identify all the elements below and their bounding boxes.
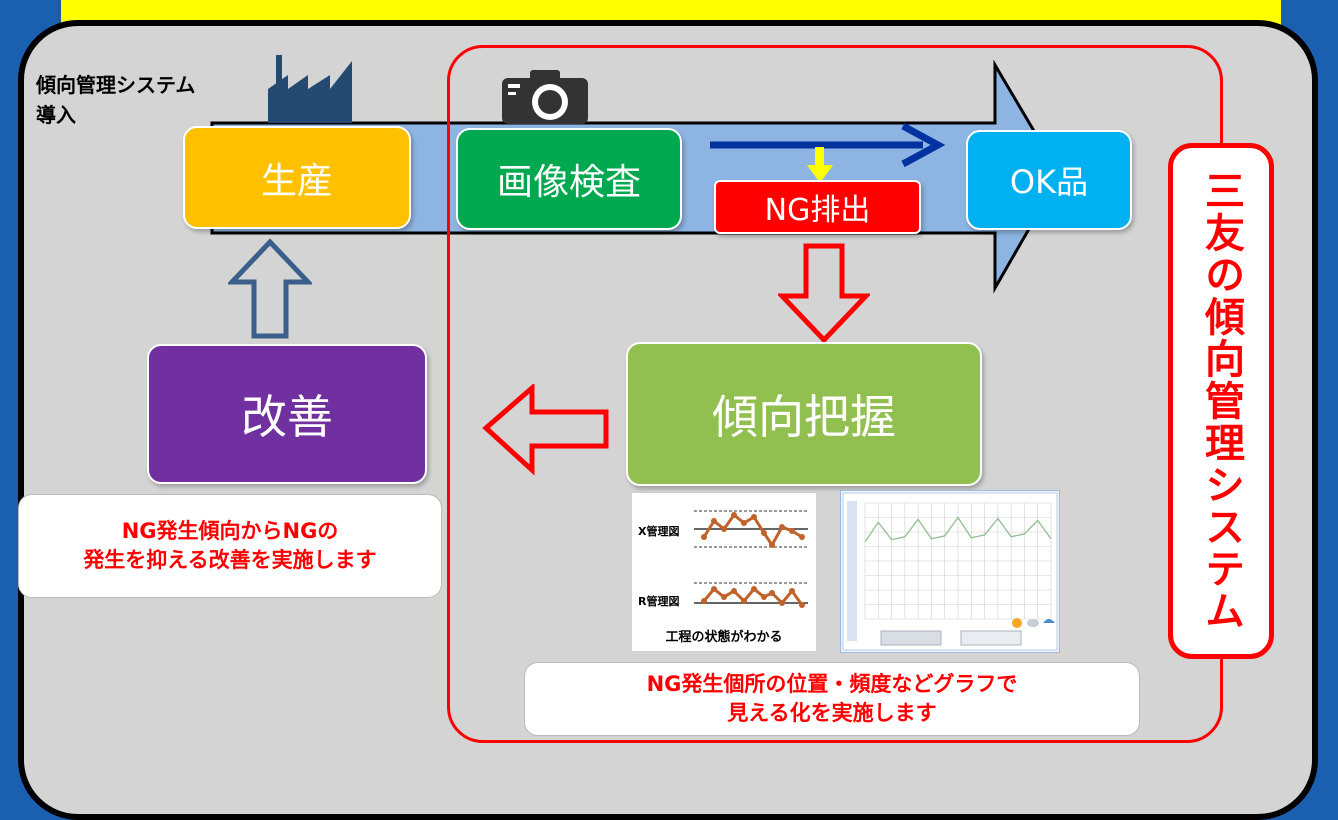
camera-icon — [502, 70, 588, 124]
improvement-box: 改善 — [147, 344, 427, 484]
up-feedback-arrow — [228, 238, 312, 339]
ok-product-label: OK品 — [1009, 163, 1089, 201]
system-name-box: 三友の傾向管理システム — [1168, 143, 1274, 659]
improvement-note-line2: 発生を抑える改善を実施します — [83, 548, 377, 572]
improvement-note-line1: NG発生傾向からNGの — [121, 518, 339, 543]
graph-note-line2: 見える化を実施します — [727, 701, 937, 725]
image-inspection-label: 画像検査 — [496, 162, 641, 203]
trend-line-chart-image — [840, 490, 1060, 653]
ng-ejection-label: NG排出 — [764, 193, 871, 228]
ng-ejection-box: NG排出 — [714, 180, 921, 234]
ok-flow-arrow — [710, 122, 946, 168]
system-intro-line1: 傾向管理システム — [36, 73, 196, 97]
r-chart-label: R管理図 — [638, 594, 679, 608]
ok-product-box: OK品 — [966, 130, 1132, 230]
system-intro-line2: 導入 — [36, 103, 76, 127]
system-intro-label: 傾向管理システム 導入 — [36, 70, 195, 130]
xbar-chart-label: X管理図 — [638, 524, 679, 538]
production-box: 生産 — [183, 126, 411, 229]
graph-note: NG発生個所の位置・頻度などグラフで 見える化を実施します — [524, 662, 1140, 736]
system-name-label: 三友の傾向管理システム — [1198, 170, 1244, 632]
improvement-label: 改善 — [241, 390, 333, 444]
graph-note-line1: NG発生個所の位置・頻度などグラフで — [646, 671, 1018, 696]
ng-down-arrow — [807, 147, 833, 183]
trend-line-series — [864, 516, 1052, 543]
left-improve-arrow — [482, 384, 609, 476]
trend-line-chart-svg — [842, 492, 1058, 651]
down-trend-arrow — [778, 243, 870, 344]
control-chart-image: X管理図 R管理図 工程の状態がわかる — [632, 493, 816, 651]
image-inspection-box: 画像検査 — [456, 128, 682, 230]
system-boundary-frame — [447, 45, 1223, 743]
trend-grasp-label: 傾向把握 — [712, 390, 896, 444]
control-chart-svg: X管理図 R管理図 工程の状態がわかる — [638, 510, 808, 645]
production-label: 生産 — [260, 160, 333, 202]
control-chart-caption: 工程の状態がわかる — [665, 629, 782, 645]
improvement-note: NG発生傾向からNGの 発生を抑える改善を実施します — [18, 494, 442, 598]
factory-icon — [268, 55, 352, 123]
trend-grasp-box: 傾向把握 — [626, 342, 982, 486]
